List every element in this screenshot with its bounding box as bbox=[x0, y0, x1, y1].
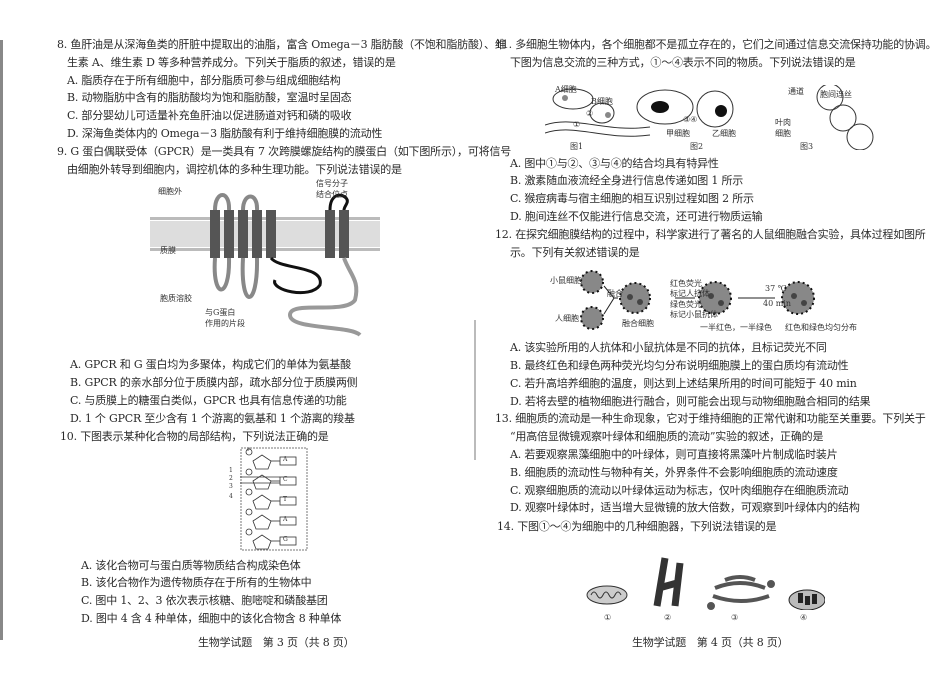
number-1: 1 bbox=[229, 467, 233, 474]
q11-stem-line2: 下图为信息交流的三种方式，①～④表示不同的物质。下列说法错误的是 bbox=[510, 56, 856, 69]
label-binding-site-2: 结合位点 bbox=[316, 190, 348, 199]
label-mesophyll-2: 细胞 bbox=[775, 129, 791, 138]
q12-stem-line2: 示。下列有关叙述错误的是 bbox=[510, 246, 640, 259]
q9-option-a: A. GPCR 和 G 蛋白均为多聚体，构成它们的单体为氨基酸 bbox=[70, 358, 351, 371]
golgi-icon bbox=[707, 575, 775, 610]
base-g: G bbox=[283, 536, 288, 543]
q8-option-c: C. 部分婴幼儿可适量补充鱼肝油以促进肠道对钙和磷的吸收 bbox=[67, 109, 352, 122]
label-red-1: 红色荧光 bbox=[670, 279, 702, 288]
q13-option-d: D. 观察叶绿体时，适当增大显微镜的放大倍数，可观察到叶绿体内的结构 bbox=[510, 501, 860, 514]
label-fig3: 图3 bbox=[800, 142, 814, 151]
q9-stem-line2: 由细胞外转导到细胞内，调控机体的多种生理功能。下列说法错误的是 bbox=[67, 163, 402, 176]
organelle-label-2: ② bbox=[664, 613, 672, 622]
q13-option-a: A. 若要观察黑藻细胞中的叶绿体，则可直接将黑藻叶片制成临时装片 bbox=[510, 448, 838, 461]
q8-option-b: B. 动物脂肪中含有的脂肪酸均为饱和脂肪酸，室温时呈固态 bbox=[67, 91, 352, 104]
q13-option-b: B. 细胞质的流动性与物种有关，外界条件不会影响细胞质的流动速度 bbox=[510, 466, 838, 479]
q13-stem-line1: 13. 细胞质的流动是一种生命现象，它对于维持细胞的正常代谢和功能至关重要。下列… bbox=[495, 412, 926, 425]
label-yi-cell: 乙细胞 bbox=[712, 129, 736, 138]
q8-option-a: A. 脂质存在于所有细胞中，部分脂质可参与组成细胞结构 bbox=[67, 74, 341, 87]
label-cell-exterior: 细胞外 bbox=[158, 187, 182, 196]
q12-stem-line1: 12. 在探究细胞膜结构的过程中，科学家进行了著名的人鼠细胞融合实验，具体过程如… bbox=[495, 228, 926, 241]
q11-option-a: A. 图中①与②、③与④的结合均具有特异性 bbox=[510, 157, 719, 170]
base-c: C bbox=[283, 476, 288, 483]
right-page-footer: 生物学试题 第 4 页（共 8 页） bbox=[632, 636, 789, 649]
label-red-2: 标记人抗体 bbox=[670, 289, 710, 298]
q11-option-b: B. 激素随血液流经全身进行信息传递如图 1 所示 bbox=[510, 174, 744, 187]
q13-option-c: C. 观察细胞质的流动以叶绿体运动为标志，仅叶肉细胞存在细胞质流动 bbox=[510, 484, 849, 497]
q9-option-c: C. 与质膜上的糖蛋白类似，GPCR 也具有信息传递的功能 bbox=[70, 394, 347, 407]
organelle-label-3: ③ bbox=[731, 613, 739, 622]
left-page-footer: 生物学试题 第 3 页（共 8 页） bbox=[198, 636, 355, 649]
q10-option-a: A. 该化合物可与蛋白质等物质结合构成染色体 bbox=[81, 559, 301, 572]
label-jia-cell: 甲细胞 bbox=[666, 129, 690, 138]
label-n34: ③④ bbox=[683, 115, 698, 124]
label-n1: ① bbox=[573, 120, 581, 129]
label-a-cell: A细胞 bbox=[555, 85, 577, 94]
nucleotide-chain-diagram bbox=[240, 447, 308, 551]
label-g-segment-1: 与G蛋白 bbox=[205, 308, 236, 317]
label-time: 40 min bbox=[763, 299, 792, 308]
phosphate-label: P bbox=[247, 447, 251, 453]
number-4: 4 bbox=[229, 493, 233, 500]
label-green-2: 标记小鼠抗体 bbox=[670, 310, 718, 319]
label-mesophyll-1: 叶肉 bbox=[775, 118, 791, 127]
number-3: 3 bbox=[229, 483, 233, 490]
q12-option-a: A. 该实验所用的人抗体和小鼠抗体是不同的抗体，且标记荧光不同 bbox=[510, 341, 827, 354]
label-cytosol: 胞质溶胶 bbox=[160, 294, 192, 303]
endoplasmic-reticulum-icon bbox=[653, 557, 684, 607]
label-plasmodesmata: 胞间连丝 bbox=[820, 90, 852, 99]
label-green-1: 绿色荧光 bbox=[670, 300, 702, 309]
label-b-cell: B细胞 bbox=[591, 97, 613, 106]
label-fig1: 图1 bbox=[570, 142, 584, 151]
page-fold bbox=[474, 320, 476, 460]
organelle-label-1: ① bbox=[604, 613, 612, 622]
label-temperature: 37 ℃ bbox=[765, 284, 787, 293]
label-half: 一半红色，一半绿色 bbox=[700, 323, 772, 332]
q9-stem-line1: 9. G 蛋白偶联受体（GPCR）是一类具有 7 次跨膜螺旋结构的膜蛋白（如下图… bbox=[57, 145, 512, 158]
q9-option-b: B. GPCR 的亲水部分位于质膜内部，疏水部分位于质膜两侧 bbox=[70, 376, 358, 389]
gpcr-membrane-diagram bbox=[150, 193, 380, 337]
q10-stem: 10. 下图表示某种化合物的局部结构，下列说法正确的是 bbox=[60, 430, 329, 443]
label-fig2: 图2 bbox=[690, 142, 704, 151]
q11-option-c: C. 猴痘病毒与宿主细胞的相互识别过程如图 2 所示 bbox=[510, 192, 754, 205]
q9-option-d: D. 1 个 GPCR 至少含有 1 个游离的氨基和 1 个游离的羧基 bbox=[70, 412, 355, 425]
label-even: 红色和绿色均匀分布 bbox=[785, 323, 857, 332]
scan-edge bbox=[0, 40, 3, 640]
q8-stem-line2: 生素 A、维生素 D 等多种营养成分。下列关于脂质的叙述，错误的是 bbox=[67, 56, 396, 69]
q10-option-c: C. 图中 1、2、3 依次表示核糖、胞嘧啶和磷酸基团 bbox=[81, 594, 328, 607]
q10-option-d: D. 图中 4 含 4 种单体，细胞中的该化合物含 8 种单体 bbox=[81, 612, 342, 625]
mitochondrion-icon bbox=[586, 585, 628, 605]
q11-stem-line1: 11. 多细胞生物体内，各个细胞都不是孤立存在的，它们之间通过信息交流保持功能的… bbox=[495, 38, 937, 51]
base-t: T bbox=[283, 496, 288, 503]
label-membrane: 质膜 bbox=[160, 246, 176, 255]
chloroplast-icon bbox=[788, 589, 825, 610]
q12-option-c: C. 若升高培养细胞的温度，则达到上述结果所用的时间可能短于 40 min bbox=[510, 377, 857, 390]
cell-communication-diagram bbox=[545, 85, 874, 150]
q12-option-d: D. 若将去壁的植物细胞进行融合，则可能会出现与动物细胞融合相同的结果 bbox=[510, 395, 871, 408]
label-fuse: 融合 bbox=[607, 289, 623, 298]
label-channel: 通道 bbox=[788, 87, 804, 96]
q12-option-b: B. 最终红色和绿色两种荧光均匀分布说明细胞膜上的蛋白质均有流动性 bbox=[510, 359, 849, 372]
q11-option-d: D. 胞间连丝不仅能进行信息交流，还可进行物质运输 bbox=[510, 210, 763, 223]
label-human-cell: 人细胞 bbox=[555, 314, 579, 323]
q14-stem: 14. 下图①～④为细胞中的几种细胞器，下列说法错误的是 bbox=[497, 520, 777, 533]
q8-option-d: D. 深海鱼类体内的 Omega－3 脂肪酸有利于维持细胞膜的流动性 bbox=[67, 127, 383, 140]
organelle-label-4: ④ bbox=[800, 613, 808, 622]
base-a-2: A bbox=[283, 516, 288, 523]
number-2: 2 bbox=[229, 475, 233, 482]
label-n2: ② bbox=[586, 109, 594, 118]
organelles-diagram bbox=[586, 557, 825, 610]
label-g-segment-2: 作用的片段 bbox=[205, 319, 245, 328]
q13-stem-line2: “用高倍显微镜观察叶绿体和细胞质的流动”实验的叙述，正确的是 bbox=[510, 430, 824, 443]
q10-option-b: B. 该化合物作为遗传物质存在于所有的生物体中 bbox=[81, 576, 312, 589]
label-mouse-cell: 小鼠细胞 bbox=[550, 276, 582, 285]
cell-fusion-diagram bbox=[580, 270, 815, 330]
base-a-1: A bbox=[283, 456, 288, 463]
label-binding-site-1: 信号分子 bbox=[316, 179, 348, 188]
q8-stem-line1: 8. 鱼肝油是从深海鱼类的肝脏中提取出的油脂，富含 Omega－3 脂肪酸（不饱… bbox=[57, 38, 506, 51]
label-fused-cell: 融合细胞 bbox=[622, 319, 654, 328]
